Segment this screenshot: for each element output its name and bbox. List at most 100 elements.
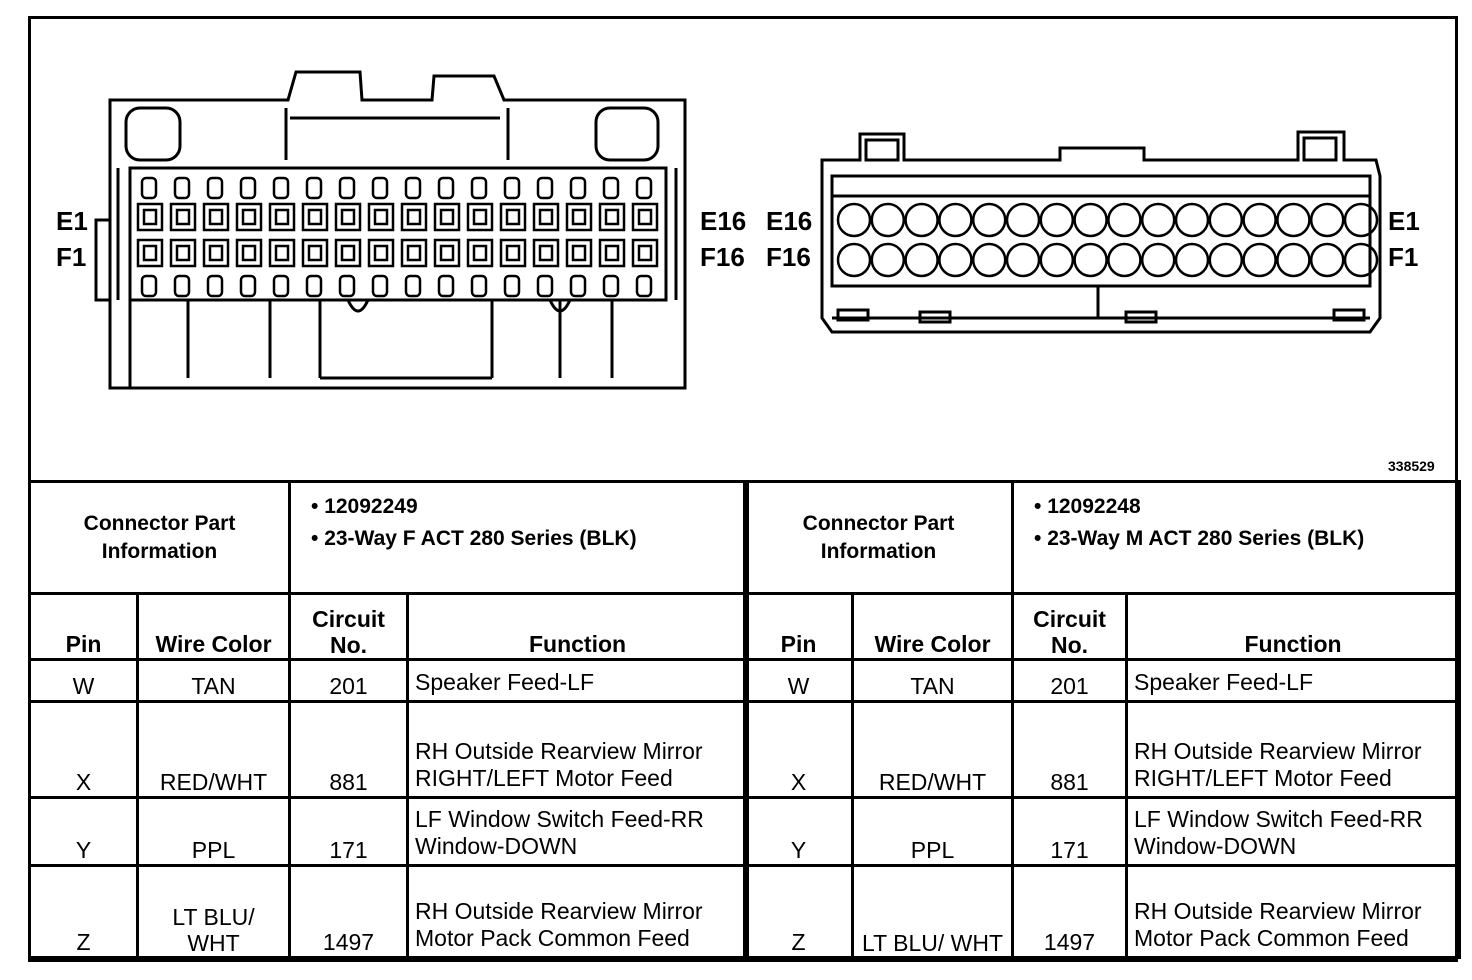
cavity-e-inner <box>142 208 158 226</box>
left-pinout-table: Connector Part Information • 12092249 • … <box>27 480 750 959</box>
wire-cell: PPL <box>135 796 292 867</box>
cavity-e-inner <box>538 208 554 226</box>
latch-slot <box>404 274 422 298</box>
circuit-cell: 171 <box>288 796 410 867</box>
right-connector <box>820 130 1382 334</box>
right-part-number: • 12092248 <box>1034 495 1141 518</box>
latch-slot <box>338 274 356 298</box>
pin-f <box>904 242 939 278</box>
pin-e <box>1276 202 1311 238</box>
connector-diagram: E1 F1 E16 F16 E16 F16 E1 F1 <box>56 70 1420 390</box>
cavity-e <box>466 202 494 232</box>
pin-e <box>1343 202 1379 238</box>
pin-e <box>836 202 872 238</box>
cavity-f-inner <box>637 244 653 262</box>
wire-cell: RED/WHT <box>135 700 292 799</box>
pin-e <box>870 202 906 238</box>
left-info-header: Connector Part Information <box>27 480 292 595</box>
latch-slot <box>371 274 389 298</box>
cavity-e-inner <box>472 208 488 226</box>
cavity-f-inner <box>373 244 389 262</box>
latch-slot <box>272 176 290 200</box>
pin-cell: W <box>28 658 139 703</box>
latch-slot <box>371 176 389 200</box>
circuit-cell: 201 <box>1011 658 1129 703</box>
circuit-cell: 201 <box>288 658 410 703</box>
cavity-f-inner <box>142 244 158 262</box>
right-info-header: Connector Part Information <box>742 480 1015 595</box>
cavity-f <box>466 238 494 268</box>
pin-f <box>1208 242 1244 278</box>
pin-e <box>971 202 1007 238</box>
cavity-e <box>631 202 659 232</box>
right-label-f1: F1 <box>1388 242 1418 272</box>
cavity-f-inner <box>571 244 587 262</box>
pin-e <box>1174 202 1210 238</box>
function-cell: RH Outside Rearview Mirror Motor Pack Co… <box>1125 864 1462 959</box>
cavity-e <box>433 202 461 232</box>
left-info-values: • 12092249 • 23-Way F ACT 280 Series (BL… <box>288 480 750 595</box>
col-circuit: Circuit No. <box>1011 592 1129 661</box>
cavity-e <box>235 202 263 232</box>
cavity-f-inner <box>175 244 191 262</box>
wire-cell: LT BLU/ WHT <box>850 864 1015 959</box>
cavity-e-inner <box>406 208 422 226</box>
cavity-f-inner <box>208 244 224 262</box>
latch-slot <box>635 274 653 298</box>
col-function: Function <box>406 592 750 661</box>
col-function: Function <box>1125 592 1462 661</box>
latch-slot <box>338 176 356 200</box>
cavity-e <box>499 202 527 232</box>
latch-slot <box>173 274 191 298</box>
cavity-f <box>136 238 164 268</box>
cavity-f-inner <box>439 244 455 262</box>
cavity-e <box>400 202 428 232</box>
pin-e <box>1309 202 1345 238</box>
latch-slot <box>239 274 257 298</box>
latch-slot <box>305 274 323 298</box>
pin-e <box>1208 202 1244 238</box>
cavity-e-inner <box>571 208 587 226</box>
circuit-cell: 171 <box>1011 796 1129 867</box>
circuit-cell: 1497 <box>288 864 410 959</box>
cavity-f-inner <box>472 244 488 262</box>
cavity-f <box>532 238 560 268</box>
right-label-e1: E1 <box>1388 206 1420 236</box>
cavity-e <box>334 202 362 232</box>
cavity-e-inner <box>637 208 653 226</box>
pin-e <box>938 202 973 238</box>
cavity-e-inner <box>175 208 191 226</box>
table-row: Z LT BLU/ WHT 1497 RH Outside Rearview M… <box>743 864 1462 959</box>
latch-slot <box>470 274 488 298</box>
latch-slot <box>404 176 422 200</box>
col-circuit: Circuit No. <box>288 592 410 661</box>
cavity-e <box>532 202 560 232</box>
wire-cell: TAN <box>135 658 292 703</box>
latch-slot <box>140 274 158 298</box>
cavity-f <box>400 238 428 268</box>
cavity-e <box>565 202 593 232</box>
cavity-f-inner <box>340 244 356 262</box>
cavity-e-inner <box>373 208 389 226</box>
cavity-f <box>169 238 197 268</box>
cavity-e <box>136 202 164 232</box>
cavity-f <box>565 238 593 268</box>
left-part-number: • 12092249 <box>311 495 418 518</box>
cavity-e-inner <box>340 208 356 226</box>
pin-e <box>1039 202 1075 238</box>
function-cell: Speaker Feed-LF <box>406 658 750 703</box>
latch-slot <box>173 176 191 200</box>
pin-f <box>938 242 973 278</box>
pin-f <box>971 242 1007 278</box>
left-label-e16: E16 <box>700 206 746 236</box>
cavity-f <box>334 238 362 268</box>
pin-f <box>1174 242 1210 278</box>
wire-cell: LT BLU/ WHT <box>135 864 292 959</box>
latch-slot <box>470 176 488 200</box>
pin-f <box>1343 242 1379 278</box>
left-label-e1: E1 <box>56 206 88 236</box>
cavity-e <box>169 202 197 232</box>
latch-slot <box>569 274 587 298</box>
latch-slot <box>239 176 257 200</box>
pin-f <box>1276 242 1311 278</box>
